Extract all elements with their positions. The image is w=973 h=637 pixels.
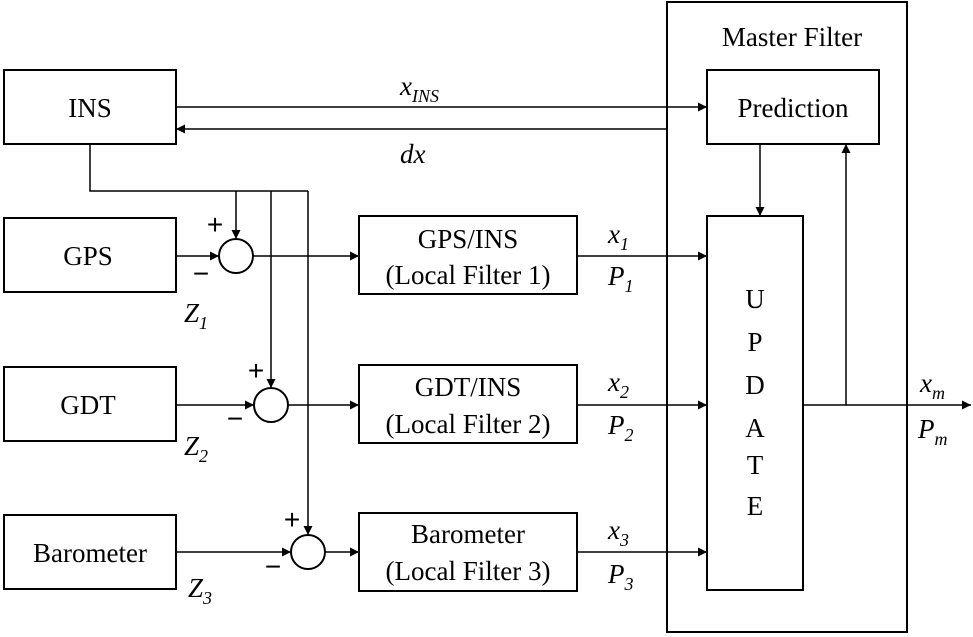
p1-label: P1 [607,261,634,296]
prediction-label: Prediction [738,93,849,123]
update-label: U P D A T E [745,284,765,521]
update-block [706,215,804,591]
ins-distribution-line [89,144,308,192]
minus-sign-3: − [265,551,281,582]
z1-label: Z1 [184,298,208,333]
local-filter-3-title: Barometer [411,519,525,549]
local-filter-1-title: GPS/INS [418,224,519,254]
p3-label: P3 [607,559,634,594]
local-filter-2-subtitle: (Local Filter 2) [386,409,551,439]
z3-label: Z3 [188,573,212,608]
local-filter-3-block [358,512,578,592]
x-ins-label: xINS [399,71,439,106]
pm-label: Pm [917,414,948,449]
local-filter-3-subtitle: (Local Filter 3) [386,556,551,586]
local-filter-1-subtitle: (Local Filter 1) [386,260,551,290]
local-filter-1-block [358,215,578,295]
summing-junction-3 [290,534,326,570]
x1-label: x1 [607,219,629,254]
local-filter-2-block [358,364,578,444]
plus-sign-2: + [248,355,264,386]
barometer-block [3,514,177,590]
x2-label: x2 [607,367,629,402]
update-letter: A [745,413,765,443]
plus-sign-1: + [207,209,223,240]
x3-label: x3 [607,515,629,550]
update-letter: T [747,450,764,480]
gps-block [3,217,177,293]
p2-label: P2 [607,410,634,445]
barometer-label: Barometer [33,538,147,568]
master-filter-title: Master Filter [722,22,862,52]
minus-sign-1: − [193,258,209,289]
update-letter: U [745,284,765,314]
gdt-block [3,366,177,442]
summing-junction-1 [218,238,254,274]
minus-sign-2: − [227,403,243,434]
local-filter-2-title: GDT/INS [415,372,522,402]
update-letter: E [747,491,764,521]
prediction-block [706,69,880,145]
gps-label: GPS [63,241,113,271]
xm-label: xm [919,368,945,403]
dx-label: dx [400,139,426,169]
plus-sign-3: + [284,504,300,535]
gdt-label: GDT [60,390,116,420]
z2-label: Z2 [184,431,208,466]
ins-label: INS [68,93,112,123]
update-letter: P [747,327,762,357]
summing-junction-2 [253,387,289,423]
update-letter: D [745,370,765,400]
